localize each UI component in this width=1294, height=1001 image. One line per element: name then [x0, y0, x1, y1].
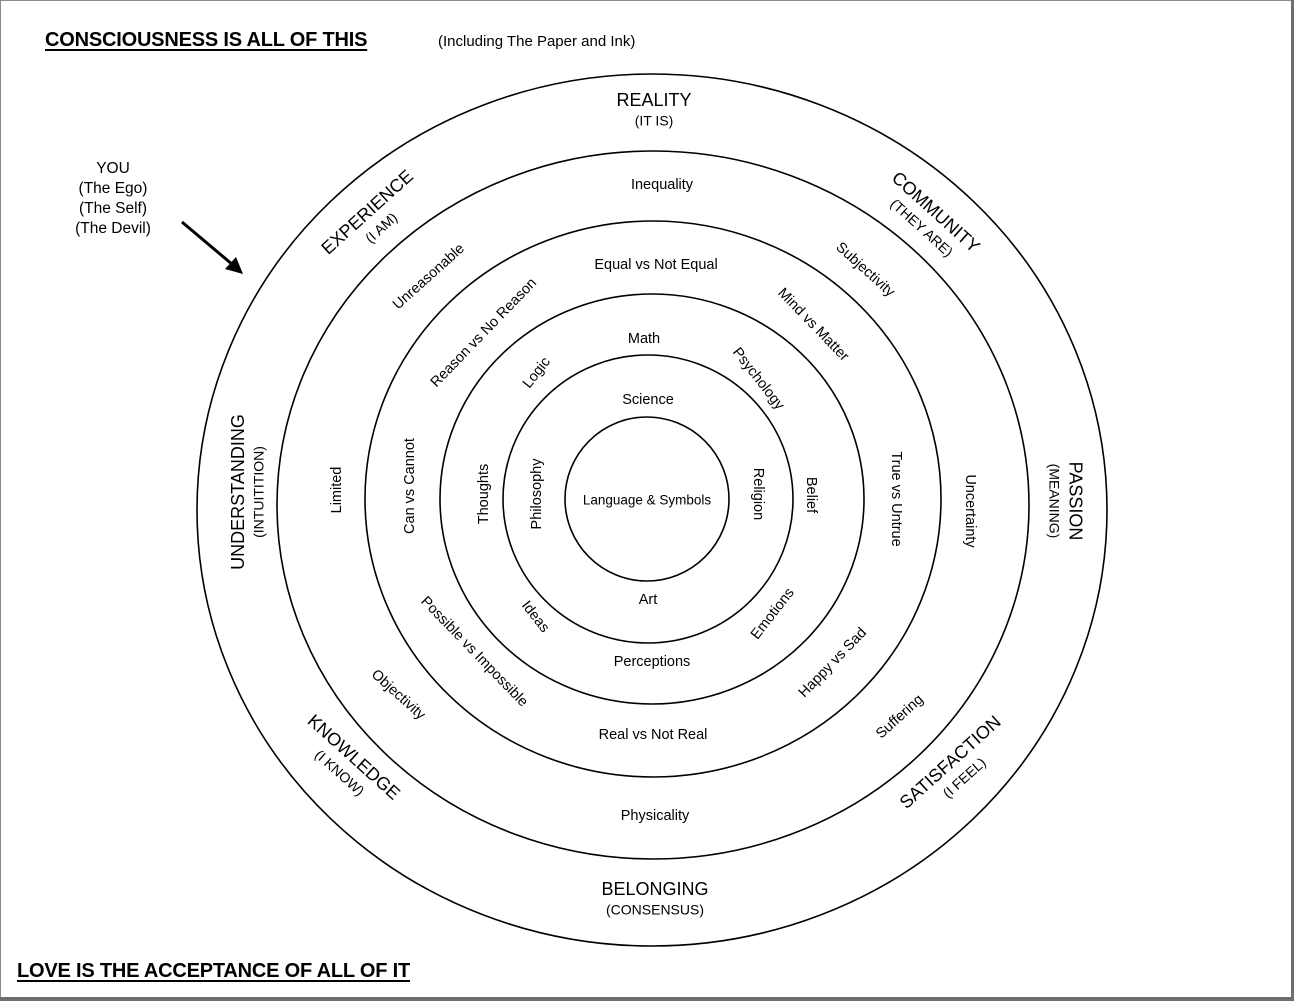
ring-5-label-group: Objectivity: [368, 667, 429, 724]
footer-statement: LOVE IS THE ACCEPTANCE OF ALL OF IT: [17, 960, 411, 982]
ring-4-label: Real vs Not Real: [599, 727, 708, 743]
ring-6-label-group: KNOWLEDGE(I KNOW): [304, 710, 404, 803]
page-title: CONSCIOUSNESS IS ALL OF THIS: [45, 29, 368, 51]
core-label-group: Language & Symbols: [583, 493, 712, 508]
ring-6-label: PASSION: [1065, 462, 1085, 541]
ring-5-label: Unreasonable: [390, 241, 468, 313]
ring-5-label: Suffering: [873, 692, 927, 743]
ring-5-label-group: Physicality: [621, 808, 690, 824]
ring-2-label: Philosophy: [529, 458, 545, 530]
ring-5-label-group: Suffering: [873, 692, 927, 743]
ring-3-label-group: Math: [628, 331, 660, 347]
rings-group: [196, 73, 1108, 947]
ring-6-label-group: UNDERSTANDING(INTUITITION): [228, 414, 267, 570]
ring-5-label: Subjectivity: [833, 239, 899, 300]
ring-6-label: EXPERIENCE: [317, 166, 417, 259]
ring-5-label: Inequality: [631, 177, 694, 193]
ring-circle-6: [196, 73, 1108, 947]
ring-6-sublabel: (MEANING): [1046, 464, 1062, 539]
ring-4-label: Happy vs Sad: [796, 625, 870, 701]
ring-6-label-group: EXPERIENCE(I AM): [317, 166, 417, 259]
ring-4-label: Mind vs Matter: [774, 285, 852, 365]
ring-4-label-group: Real vs Not Real: [599, 727, 708, 743]
page-subtitle: (Including The Paper and Ink): [438, 33, 636, 50]
you-callout-line: YOU: [96, 160, 130, 177]
ring-4-label: Equal vs Not Equal: [594, 257, 717, 273]
ring-3-label: Ideas: [518, 598, 552, 636]
ring-2-label-group: Art: [639, 592, 658, 608]
ring-6-label-group: REALITY (IT IS): [616, 90, 691, 129]
you-callout-line: (The Self): [78, 200, 148, 217]
ring-circle-4: [364, 220, 942, 778]
ring-6-label-group: PASSION(MEANING): [1046, 462, 1085, 541]
ring-5-label: Limited: [329, 467, 345, 514]
ring-6-label: UNDERSTANDING: [228, 414, 248, 570]
ring-4-label: True vs Untrue: [888, 451, 904, 546]
ring-4-label: Can vs Cannot: [402, 438, 418, 534]
ring-3-label-group: Logic: [520, 354, 554, 391]
ring-6-sublabel: (CONSENSUS): [606, 902, 704, 918]
ring-6-label-group: BELONGING (CONSENSUS): [601, 879, 708, 918]
ring-circle-1: [564, 416, 730, 582]
ring-3-label-group: Perceptions: [614, 654, 691, 670]
ring-circle-2: [502, 354, 794, 644]
ring-3-label: Emotions: [748, 585, 798, 642]
ring-2-label-group: Religion: [750, 468, 766, 520]
ring-3-label-group: Psychology: [729, 345, 788, 414]
ring-2-label: Science: [622, 392, 674, 408]
ring-5-label-group: Subjectivity: [833, 239, 899, 300]
ring-6-sublabel: (IT IS): [635, 113, 674, 129]
ring-3-label-group: Ideas: [518, 598, 552, 636]
ring-3-label: Psychology: [729, 345, 788, 414]
ring-2-label: Religion: [750, 468, 766, 520]
ring-3-label: Logic: [520, 354, 554, 391]
ring-5-label: Uncertainty: [962, 474, 978, 548]
ring-5-label-group: Inequality: [631, 177, 694, 193]
ring-5-label-group: Unreasonable: [390, 241, 468, 313]
ring-6-label: REALITY: [616, 90, 691, 110]
ring-6-label-group: SATISFACTION(I FEEL): [896, 712, 1005, 813]
core-label: Language & Symbols: [583, 493, 712, 508]
arrow-down-right-icon: [181, 220, 243, 274]
ring-5-label: Objectivity: [368, 667, 429, 724]
ring-3-label-group: Emotions: [748, 585, 798, 642]
ring-2-label-group: Science: [622, 392, 674, 408]
ring-circle-3: [439, 293, 865, 705]
ring-3-label: Perceptions: [614, 654, 691, 670]
ring-6-label: BELONGING: [601, 879, 708, 899]
ring-3-label: Belief: [803, 477, 819, 514]
ring-4-label-group: Mind vs Matter: [774, 285, 852, 365]
ring-3-label: Math: [628, 331, 660, 347]
ring-2-label-group: Philosophy: [529, 458, 545, 530]
you-callout: YOU (The Ego) (The Self) (The Devil): [56, 159, 170, 239]
ring-2-label: Art: [639, 592, 658, 608]
ring-4-label-group: Happy vs Sad: [796, 625, 870, 701]
ring-circle-5: [276, 150, 1030, 860]
you-callout-line: (The Ego): [78, 180, 148, 197]
ring-4-label-group: Can vs Cannot: [402, 438, 418, 534]
ring-4-label-group: Equal vs Not Equal: [594, 257, 717, 273]
ring-5-label-group: Uncertainty: [962, 474, 978, 548]
ring-3-label-group: Thoughts: [476, 464, 492, 524]
ring-5-label-group: Limited: [329, 467, 345, 514]
ring-3-label-group: Belief: [803, 477, 819, 514]
ring-3-label: Thoughts: [476, 464, 492, 524]
ring-4-label-group: True vs Untrue: [888, 451, 904, 546]
ring-6-sublabel: (INTUITITION): [251, 446, 267, 538]
you-callout-line: (The Devil): [75, 220, 151, 237]
ring-6-label-group: COMMUNITY(THEY ARE): [887, 168, 983, 260]
ring-5-label: Physicality: [621, 808, 690, 824]
